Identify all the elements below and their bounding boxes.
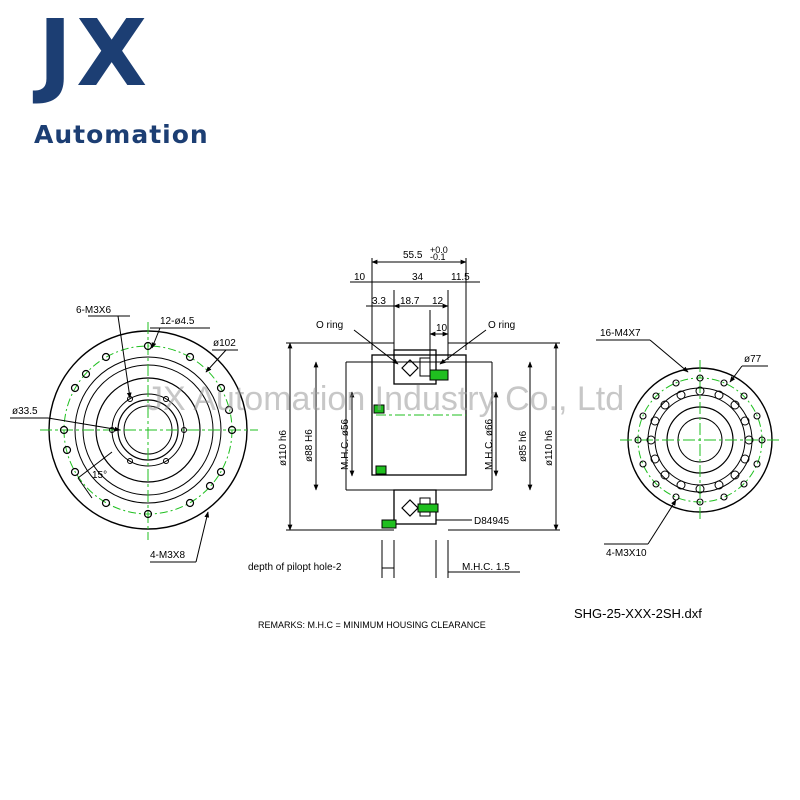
- right-view: [596, 339, 780, 545]
- label-4-m3x10: 4-M3X10: [606, 548, 647, 559]
- label-pcd-102: ø102: [213, 338, 236, 349]
- dim-mhc-1-5: M.H.C. 1.5: [462, 562, 510, 573]
- label-d84945: D84945: [474, 516, 509, 527]
- label-o-ring-left: O ring: [316, 320, 343, 331]
- left-view-labels: 6-M3X6 12-ø4.5 ø102 ø33.5 15° 4-M3X8: [12, 305, 236, 561]
- dim-mhc-56: M.H.C. ø56: [340, 418, 351, 470]
- label-pcd-77: ø77: [744, 354, 762, 365]
- watermark: JX Automation Industry Co., Ltd: [146, 380, 624, 418]
- dim-10a: 10: [354, 272, 366, 283]
- logo-subtitle: Automation: [34, 120, 209, 149]
- dim-12: 12: [432, 296, 444, 307]
- dim-34: 34: [412, 272, 424, 283]
- dim-85-h6: ø85 h6: [518, 430, 529, 462]
- label-6-m3x6: 6-M3X6: [76, 305, 111, 316]
- label-angle-15: 15°: [92, 470, 107, 481]
- dim-tol-upper: +0.0: [430, 245, 448, 255]
- label-16-m4x7: 16-M4X7: [600, 328, 641, 339]
- section-view: [286, 258, 560, 578]
- dim-18-7: 18.7: [400, 296, 420, 307]
- dim-od110-right: ø110 h6: [544, 430, 555, 466]
- dim-3-3: 3.3: [372, 296, 386, 307]
- dim-od110-left: ø110 h6: [278, 430, 289, 466]
- logo-brand: JX: [38, 0, 152, 107]
- ring-circle-1: [74, 356, 222, 504]
- dim-10b: 10: [436, 323, 448, 334]
- label-pilot-hole: depth of pilopt hole-2: [248, 562, 342, 573]
- label-o-ring-right: O ring: [488, 320, 515, 331]
- dim-88-h6: ø88 H6: [304, 429, 315, 462]
- section-view-labels: 55.5 +0.0 -0.1 10 34 11.5 3.3 18.7 12 10…: [248, 245, 555, 573]
- remarks-note: REMARKS: M.H.C = MINIMUM HOUSING CLEARAN…: [258, 620, 486, 630]
- right-view-labels: 16-M4X7 ø77 4-M3X10: [600, 328, 762, 559]
- hub-circle: [95, 377, 201, 483]
- dim-tol-lower: -0.1: [430, 252, 446, 262]
- company-logo: JX Automation: [30, 0, 215, 150]
- left-view: [10, 315, 258, 563]
- dim-mhc-66: M.H.C. ø66: [484, 418, 495, 470]
- label-bore-33-5: ø33.5: [12, 406, 38, 417]
- label-4-m3x8: 4-M3X8: [150, 550, 185, 561]
- drawing-filename: SHG-25-XXX-2SH.dxf: [574, 606, 702, 621]
- dim-55-5: 55.5: [403, 250, 423, 261]
- dim-11-5: 11.5: [451, 272, 470, 283]
- label-12-holes: 12-ø4.5: [160, 316, 195, 327]
